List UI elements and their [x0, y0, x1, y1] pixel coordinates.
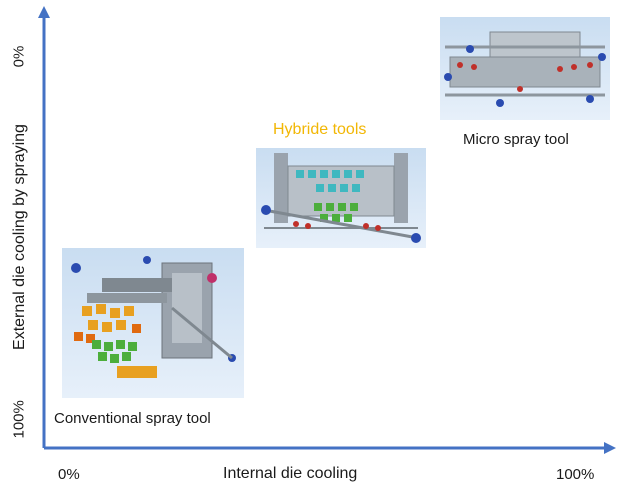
y-axis-title: External die cooling by spraying [11, 124, 28, 350]
x-max-tick: 100% [556, 466, 595, 483]
y-bottom-tick: 100% [10, 400, 28, 439]
y-top-tick: 0% [10, 45, 28, 68]
micro-spray-tool-image [440, 17, 610, 120]
x-min-tick: 0% [58, 466, 80, 483]
conventional-label: Conventional spray tool [54, 410, 211, 427]
x-axis-title: Internal die cooling [223, 465, 358, 482]
micro-label: Micro spray tool [463, 131, 569, 148]
hybrid-tool-image [256, 148, 426, 248]
hybrid-label: Hybride tools [273, 121, 367, 138]
conventional-spray-tool-image [62, 248, 244, 398]
